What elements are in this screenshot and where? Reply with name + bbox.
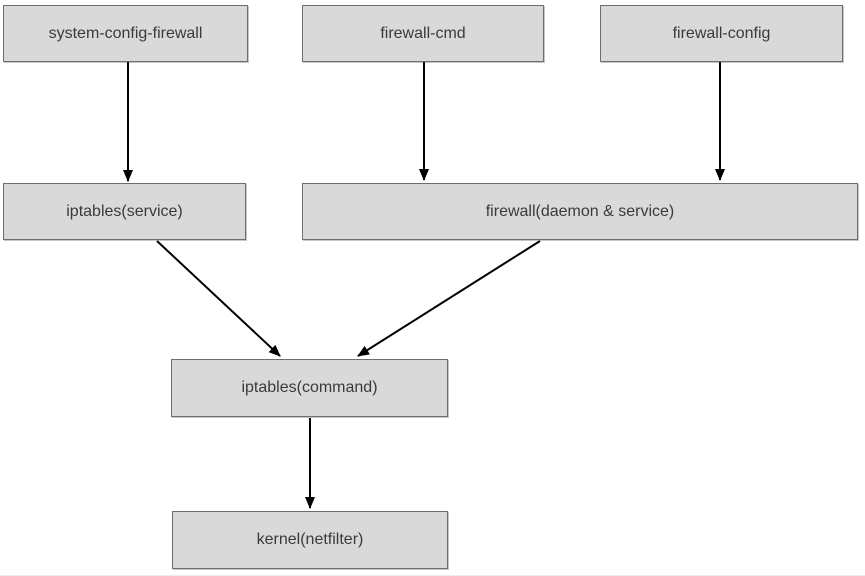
arrow-iptables-service-to-iptables-command [156, 240, 281, 357]
node-system-config-firewall: system-config-firewall [3, 5, 248, 62]
node-label: system-config-firewall [48, 24, 203, 42]
node-firewall-config: firewall-config [600, 5, 843, 62]
node-label: firewall-config [672, 24, 771, 42]
node-label: firewall(daemon & service) [485, 202, 675, 220]
node-firewall-daemon-service: firewall(daemon & service) [302, 183, 858, 240]
arrow-firewall-daemon-service-to-iptables-command [357, 240, 541, 357]
node-kernel-netfilter: kernel(netfilter) [172, 511, 448, 569]
node-firewall-cmd: firewall-cmd [302, 5, 544, 62]
node-label: firewall-cmd [380, 24, 466, 42]
node-iptables-service: iptables(service) [3, 183, 246, 240]
node-label: kernel(netfilter) [256, 531, 364, 548]
node-label: iptables(command) [241, 379, 378, 396]
node-label: iptables(service) [66, 202, 183, 220]
node-iptables-command: iptables(command) [171, 359, 448, 417]
